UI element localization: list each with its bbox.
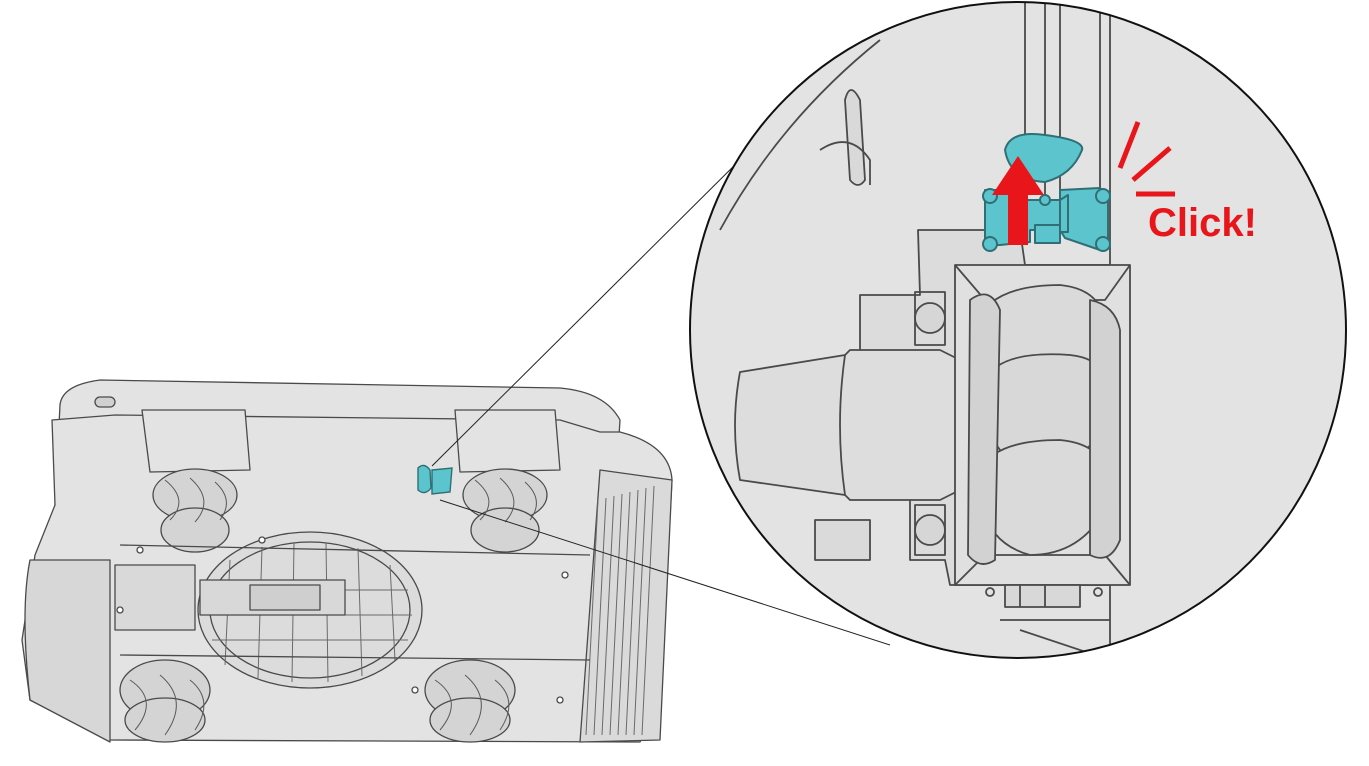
robot-latch — [417, 464, 453, 495]
click-marks-icon — [1117, 121, 1175, 197]
magnifier-outline — [689, 1, 1347, 659]
magnified-detail — [690, 2, 1346, 658]
robot-underside — [21, 379, 673, 743]
zoom-lines — [431, 139, 891, 646]
arrow-up-icon — [992, 156, 1044, 245]
click-label: Click! — [1148, 201, 1257, 245]
